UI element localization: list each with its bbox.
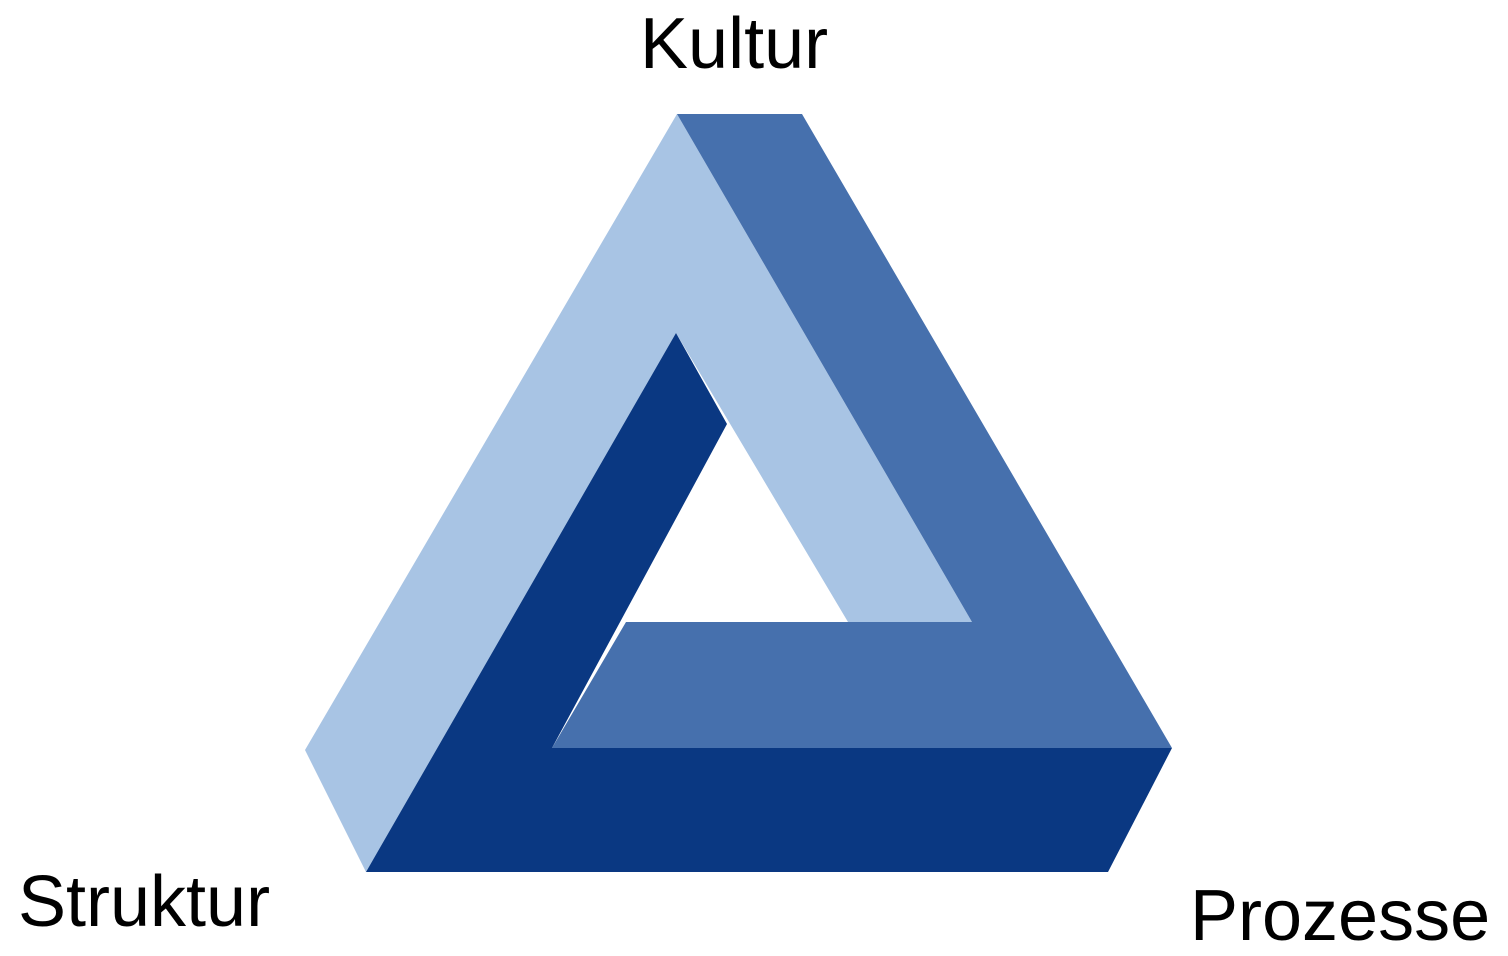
label-kultur: Kultur xyxy=(640,8,828,80)
label-prozesse: Prozesse xyxy=(1190,880,1490,952)
label-struktur: Struktur xyxy=(18,866,270,938)
